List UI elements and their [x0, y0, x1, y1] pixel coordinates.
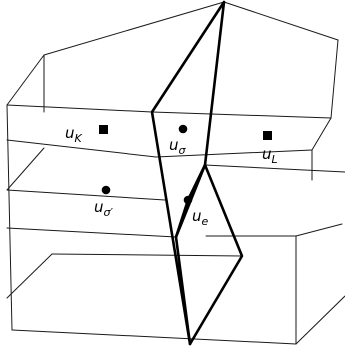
bold-interfaces — [150, 0, 244, 346]
edge-top-inner-left — [6, 104, 153, 113]
point-u-L — [263, 131, 272, 140]
point-u-sigma-prime — [101, 185, 111, 195]
edge-mid-left-bottom — [6, 189, 166, 201]
edge-mid-right — [204, 164, 345, 173]
point-u-K — [99, 125, 108, 134]
edge-left-upper — [6, 54, 45, 106]
edge-mid-left-slope — [6, 147, 45, 191]
label-u-e: ue — [192, 207, 209, 228]
edge-bottom-back-left — [6, 253, 53, 299]
label-u-sigma: uσ — [169, 136, 187, 157]
edge-top-inner-right — [151, 111, 332, 119]
bold-face-main — [150, 0, 226, 346]
edge-right-upper — [330, 39, 339, 119]
edge-right-top-short — [311, 117, 332, 151]
edge-left-vertical — [6, 104, 13, 331]
label-u-sigma-prime: uσ′ — [94, 198, 113, 219]
points — [99, 124, 272, 205]
edge-lower-left — [6, 227, 177, 238]
label-u-K: uK — [65, 124, 83, 145]
edge-top-back — [43, 1, 225, 56]
labels: uK uσ uL uσ′ ue — [65, 124, 278, 228]
edge-lower-right-slope — [295, 223, 343, 237]
edge-mid-left-top — [6, 139, 157, 158]
mesh-edges — [6, 1, 345, 345]
point-u-e — [183, 195, 193, 205]
edge-bottom-front-right — [295, 295, 345, 345]
label-u-L: uL — [262, 145, 278, 166]
point-u-sigma — [178, 124, 188, 134]
edge-mid-center — [155, 149, 313, 158]
bold-face-lower — [188, 163, 244, 346]
edge-bottom-front — [11, 329, 297, 345]
edge-bottom-back — [51, 253, 243, 257]
edge-top-right — [223, 1, 339, 41]
